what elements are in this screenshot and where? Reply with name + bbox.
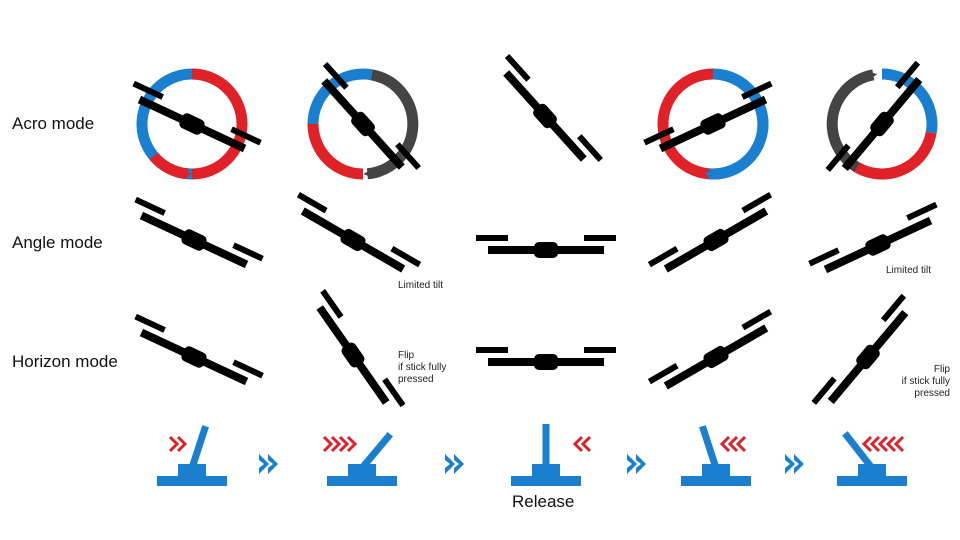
chevron <box>877 435 889 453</box>
chevron <box>580 435 592 453</box>
rotation-arc <box>149 152 192 180</box>
quadcopter-side-icon <box>127 313 264 394</box>
quadcopter-side-icon <box>647 192 781 282</box>
joystick-icon <box>511 424 581 486</box>
stick-base <box>327 476 397 486</box>
quadcopter-side-icon <box>288 192 422 282</box>
chevron <box>346 435 358 453</box>
stick-base <box>681 476 751 486</box>
chevron <box>869 435 881 453</box>
stick-mount <box>178 464 206 478</box>
note-flip-line: pressed <box>398 374 434 385</box>
note-flip-line: Flip <box>398 350 415 361</box>
note-flip-line: if stick fully <box>901 376 950 387</box>
rotation-arc <box>882 68 931 102</box>
chevron <box>861 435 873 453</box>
chevron <box>893 435 905 453</box>
quadcopter-side-icon <box>476 235 616 258</box>
joystick-icon <box>157 425 227 486</box>
chevron <box>322 435 334 453</box>
joystick-icon <box>681 425 751 486</box>
chevron <box>735 435 747 453</box>
chevron-arrows-icon <box>861 435 905 453</box>
stick-mount <box>702 464 730 478</box>
chevron <box>338 435 350 453</box>
chevron <box>885 435 897 453</box>
note-flip-line: if stick fully <box>398 362 447 373</box>
row-label-horizon: Horizon mode <box>12 352 118 371</box>
row-label-angle: Angle mode <box>12 233 103 252</box>
stick-base <box>157 476 227 486</box>
stick-mount <box>858 464 886 478</box>
chevron <box>330 435 342 453</box>
rotation-arc <box>363 69 419 180</box>
rotation-arc <box>881 137 935 180</box>
chevron-arrows-icon <box>719 435 747 453</box>
chevron <box>176 435 188 453</box>
stick-lever <box>359 432 393 471</box>
note-flip: Flip if stick fully pressed <box>902 364 950 400</box>
note-flip: Flip if stick fully pressed <box>398 350 446 386</box>
release-label: Release <box>512 492 575 511</box>
rotation-arc <box>308 128 341 173</box>
stick-base <box>837 476 907 486</box>
rotation-arc <box>191 68 248 180</box>
stick-lever <box>842 431 875 471</box>
quadcopter-side-icon <box>306 289 406 417</box>
quadcopter-side-icon <box>647 309 781 399</box>
quadcopter-side-icon <box>492 53 603 174</box>
stick-lever <box>542 424 550 468</box>
stick-base <box>511 476 581 486</box>
rotation-arc <box>717 69 769 134</box>
chevron-arrows-icon <box>572 435 592 453</box>
quadcopter-side-icon <box>127 196 264 277</box>
chevron <box>727 435 739 453</box>
rotation-arrow-icon <box>826 68 938 180</box>
chevron-arrows-icon <box>168 435 188 453</box>
stick-mount <box>532 464 560 478</box>
rotation-arrow-icon <box>136 68 248 180</box>
quadcopter-side-icon <box>476 347 616 370</box>
stick-mount <box>348 464 376 478</box>
chevron <box>719 435 731 453</box>
joystick-icon <box>327 432 397 486</box>
step-arrow-icon <box>627 454 646 474</box>
stick-lever <box>188 425 209 470</box>
note-limited-tilt: Limited tilt <box>886 265 932 276</box>
row-label-acro: Acro mode <box>12 114 95 133</box>
rotation-arc <box>657 68 714 125</box>
stick-lever <box>699 425 720 470</box>
chevron-arrows-icon <box>322 435 358 453</box>
note-limited-tilt: Limited tilt <box>398 280 444 291</box>
step-arrow-icon <box>445 454 464 474</box>
joystick-icon <box>837 431 907 486</box>
rotation-arc <box>704 162 741 180</box>
note-flip-line: pressed <box>914 388 950 399</box>
chevron <box>572 435 584 453</box>
chevron <box>168 435 180 453</box>
step-arrow-icon <box>259 454 278 474</box>
step-arrow-icon <box>785 454 804 474</box>
note-flip-line: Flip <box>933 364 950 375</box>
